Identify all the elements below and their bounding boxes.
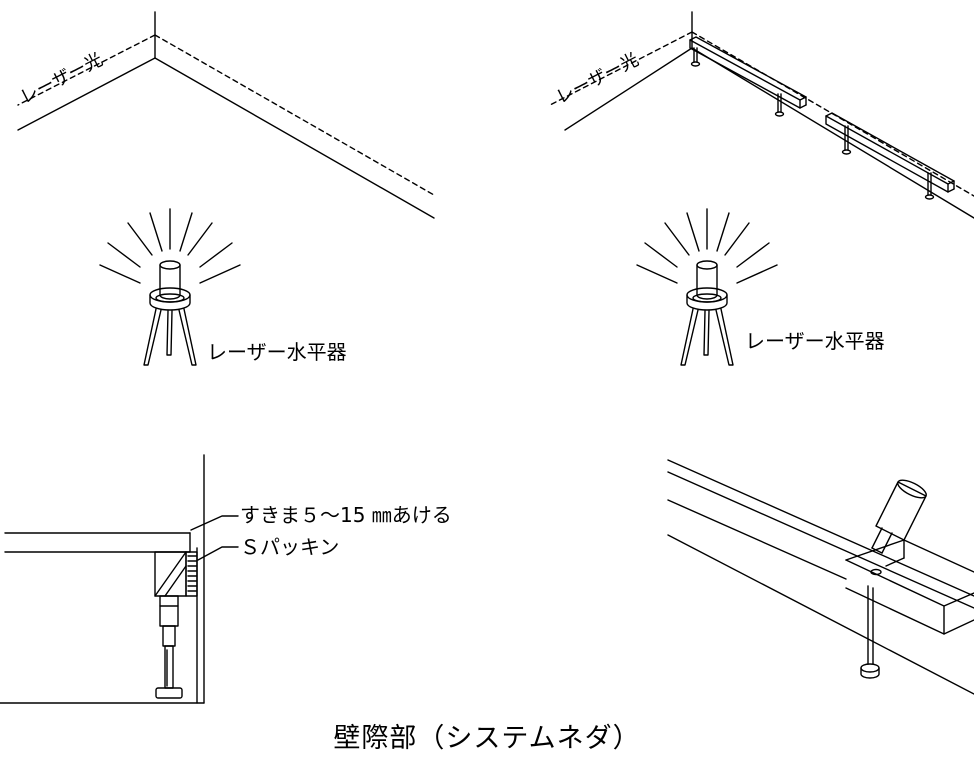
adjuster-foot-3 (841, 125, 852, 155)
adjuster-bolt (155, 595, 183, 699)
laser-level-label: レーザー水平器 (745, 329, 885, 353)
laser-level-device (99, 208, 241, 366)
leader-lines (190, 515, 239, 561)
floor-panel (4, 532, 191, 553)
laser-light-label: レーザー光 (553, 49, 642, 108)
wall-and-floor-lines (667, 459, 974, 695)
s-packing (185, 551, 198, 597)
adjuster-foot-2 (774, 93, 785, 117)
laser-level-device (636, 208, 778, 366)
sleeper-beam-2 (825, 112, 955, 193)
adjuster-foot-4 (924, 172, 935, 200)
room-corner-lines (549, 11, 974, 219)
adjuster-bolt (860, 585, 880, 679)
adjuster-foot-1 (690, 47, 701, 67)
screwdriver-icon (871, 479, 927, 554)
laser-level-label: レーザー水平器 (207, 340, 347, 364)
panel-top-left: レーザー光 レーザー水平器 (17, 11, 435, 366)
figure-caption: 壁際部（システムネダ） (333, 723, 641, 754)
room-corner-lines (17, 11, 435, 219)
laser-light-label: レーザー光 (17, 49, 106, 108)
panel-bottom-left: すきま５～15 ㎜あける Ｓパッキン (0, 454, 452, 704)
panel-top-right: レーザー光 (549, 11, 974, 366)
sleeper-block (154, 551, 187, 597)
gap-label: すきま５～15 ㎜あける (240, 503, 452, 527)
s-packing-label: Ｓパッキン (240, 535, 339, 559)
sleeper-beam-1 (689, 36, 807, 109)
panel-bottom-right (667, 459, 974, 695)
